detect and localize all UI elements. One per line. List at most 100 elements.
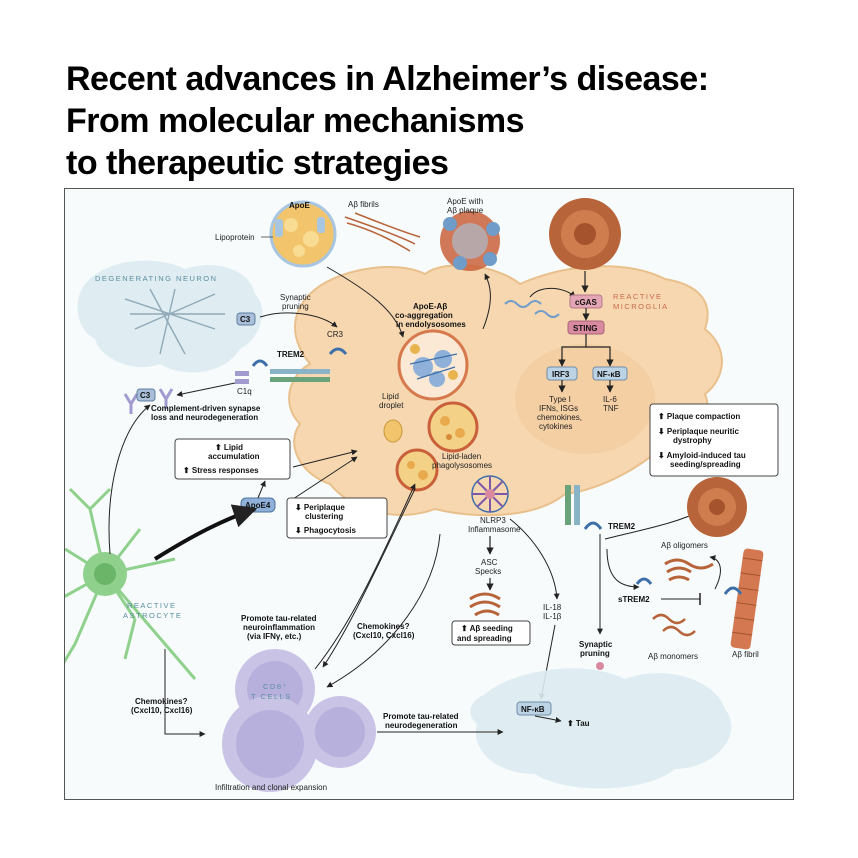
- c3-top-box: [236, 312, 256, 326]
- ab-fibril-label: Aβ fibril: [732, 650, 759, 659]
- promote-tau-label-1: Promote tau-related: [241, 614, 317, 623]
- sting-label: STING: [573, 324, 597, 333]
- trem2-left-receptor: [235, 359, 330, 384]
- reactive-astrocyte-label-1: REACTIVE: [127, 601, 177, 610]
- infiltration-label: Infiltration and clonal expansion: [215, 783, 327, 792]
- strem2-molecule: [635, 577, 653, 585]
- title-line-2: From molecular mechanisms: [66, 102, 525, 140]
- lipoprotein-label: Lipoprotein: [215, 233, 255, 242]
- nlrp3-label-1: NLRP3: [480, 516, 506, 525]
- reactive-astrocyte: [65, 487, 197, 680]
- reactive-microglia-label-2: MICROGLIA: [613, 302, 669, 311]
- lipid-droplet: [383, 419, 403, 443]
- dna-strands: [504, 300, 560, 318]
- ab-monomers-label: Aβ monomers: [648, 652, 698, 661]
- box-plaque-label-5: seeding/spreading: [670, 460, 741, 469]
- reactive-microglia-label-1: REACTIVE: [613, 292, 663, 301]
- ab-fibrils-label: Aβ fibrils: [348, 200, 379, 209]
- box-plaque-label-2: ⬇ Periplaque neuritic: [658, 427, 739, 436]
- asc-specks-fibrils: [469, 592, 501, 617]
- cd8-label-1: CD8⁺: [263, 682, 288, 691]
- box-plaque-label-1: ⬆ Plaque compaction: [658, 412, 740, 421]
- apoe-ab-label-2: co-aggregation: [395, 311, 453, 320]
- c3-left-molecule: [123, 388, 174, 414]
- promote-tau-label-3: (via IFNγ, etc.): [247, 632, 302, 641]
- diagram-canvas: DEGENERATING NEURON REACTIVE MICROGLIA A…: [65, 197, 779, 792]
- synaptic-pruning-label-1: Synaptic: [280, 293, 311, 302]
- chemokines-mid-label-2: (Cxcl10, Cxcl16): [353, 631, 415, 640]
- synaptic-pruning-right-label-2: pruning: [580, 649, 610, 658]
- neuron-bottom-right: [470, 668, 732, 789]
- ab-oligomers: [664, 558, 714, 582]
- apoe-ab-label-1: ApoE-Aβ: [413, 302, 447, 311]
- ab-monomers: [652, 613, 696, 637]
- apoe-with-plaque-label-1: ApoE with: [447, 197, 483, 206]
- box-lipid-label-2: accumulation: [208, 452, 260, 461]
- nlrp3-label-2: Inflammasome: [468, 525, 521, 534]
- degenerating-neuron: [77, 260, 263, 373]
- type1-label-3: chemokines,: [537, 413, 582, 422]
- nlrp3-inflammasome: [471, 475, 509, 513]
- periplaque-box: [286, 497, 388, 539]
- lipid-accumulation-box: [174, 438, 291, 480]
- tnf-label: TNF: [603, 404, 619, 413]
- lipid-laden-label-1: Lipid-laden: [442, 452, 481, 461]
- apoe4-label: ApoE4: [245, 501, 271, 510]
- cr3-label: CR3: [327, 330, 344, 339]
- ab-fibril-right: [723, 548, 764, 650]
- nfkb-bottom-label: NF-κB: [521, 705, 545, 714]
- box-peri-label-1: ⬇ Periplaque: [295, 503, 345, 512]
- c3-top-label: C3: [240, 315, 251, 324]
- c3-left-box: [136, 388, 156, 402]
- chemokines-left-label-2: (Cxcl10, Cxcl16): [131, 706, 193, 715]
- apoe-with-plaque-label-2: Aβ plaque: [447, 206, 484, 215]
- trem2-right-label: TREM2: [608, 522, 636, 531]
- box-lipid-label-1: ⬆ Lipid: [215, 443, 243, 452]
- trem2-left-label: TREM2: [277, 350, 305, 359]
- title-line-3: to therapeutic strategies: [66, 144, 449, 182]
- apoe-ab-label-3: in endolysosomes: [396, 320, 466, 329]
- reactive-astrocyte-label-2: ASTROCYTE: [123, 611, 182, 620]
- c1q-label: C1q: [237, 387, 252, 396]
- promote-tau-label-2: neuroinflammation: [243, 623, 315, 632]
- type1-label-1: Type I: [549, 395, 571, 404]
- phagolysosomes: [395, 401, 479, 492]
- irf3-label: IRF3: [552, 370, 570, 379]
- nfkb-bottom-box: [516, 701, 552, 716]
- amyloid-plaque-right: [687, 477, 747, 537]
- synaptic-pruning-right-label-1: Synaptic: [579, 640, 613, 649]
- title-line-1: Recent advances in Alzheimer’s disease:: [66, 60, 709, 98]
- il1b-label: IL-1β: [543, 612, 562, 621]
- lipid-droplet-label-1: Lipid: [382, 392, 399, 401]
- il18-label: IL-18: [543, 603, 562, 612]
- lipid-laden-label-2: phagolysosomes: [432, 461, 492, 470]
- type1-label-4: cytokines: [539, 422, 572, 431]
- box-seeding-label-2: and spreading: [457, 634, 512, 643]
- asc-label-2: Specks: [475, 567, 501, 576]
- cgas-label: cGAS: [575, 298, 597, 307]
- ab-oligomers-label: Aβ oligomers: [661, 541, 708, 550]
- cd8-label-2: T CELLS: [251, 692, 292, 701]
- strem2-label: sTREM2: [618, 595, 650, 604]
- box-seeding-label-1: ⬆ Aβ seeding: [461, 624, 513, 633]
- apoe-lipoprotein: [269, 200, 337, 268]
- promote-neuro-label-2: neurodegeneration: [385, 721, 458, 730]
- ab-fibrils: [344, 212, 421, 252]
- c3-left-label: C3: [140, 391, 151, 400]
- complement-label-1: Complement-driven synapse: [151, 404, 261, 413]
- synapse-marker: [596, 662, 604, 670]
- ab-seeding-box: [451, 620, 531, 646]
- il6-label: IL-6: [603, 395, 617, 404]
- trem2-right-receptor: [565, 485, 603, 530]
- promote-neuro-label-1: Promote tau-related: [383, 712, 459, 721]
- apoe-label: ApoE: [289, 201, 311, 210]
- box-plaque-label-3: dystrophy: [673, 436, 712, 445]
- nfkb-top-label: NF-κB: [597, 370, 621, 379]
- box-peri-label-3: ⬇ Phagocytosis: [295, 526, 356, 535]
- tau-label: ⬆ Tau: [567, 719, 590, 728]
- chemokines-left-label-1: Chemokines?: [135, 697, 188, 706]
- endolysosome: [397, 329, 469, 401]
- cr3-receptor: [328, 347, 348, 355]
- complement-label-2: loss and neurodegeneration: [151, 413, 258, 422]
- box-plaque-label-4: ⬇ Amyloid-induced tau: [658, 451, 746, 460]
